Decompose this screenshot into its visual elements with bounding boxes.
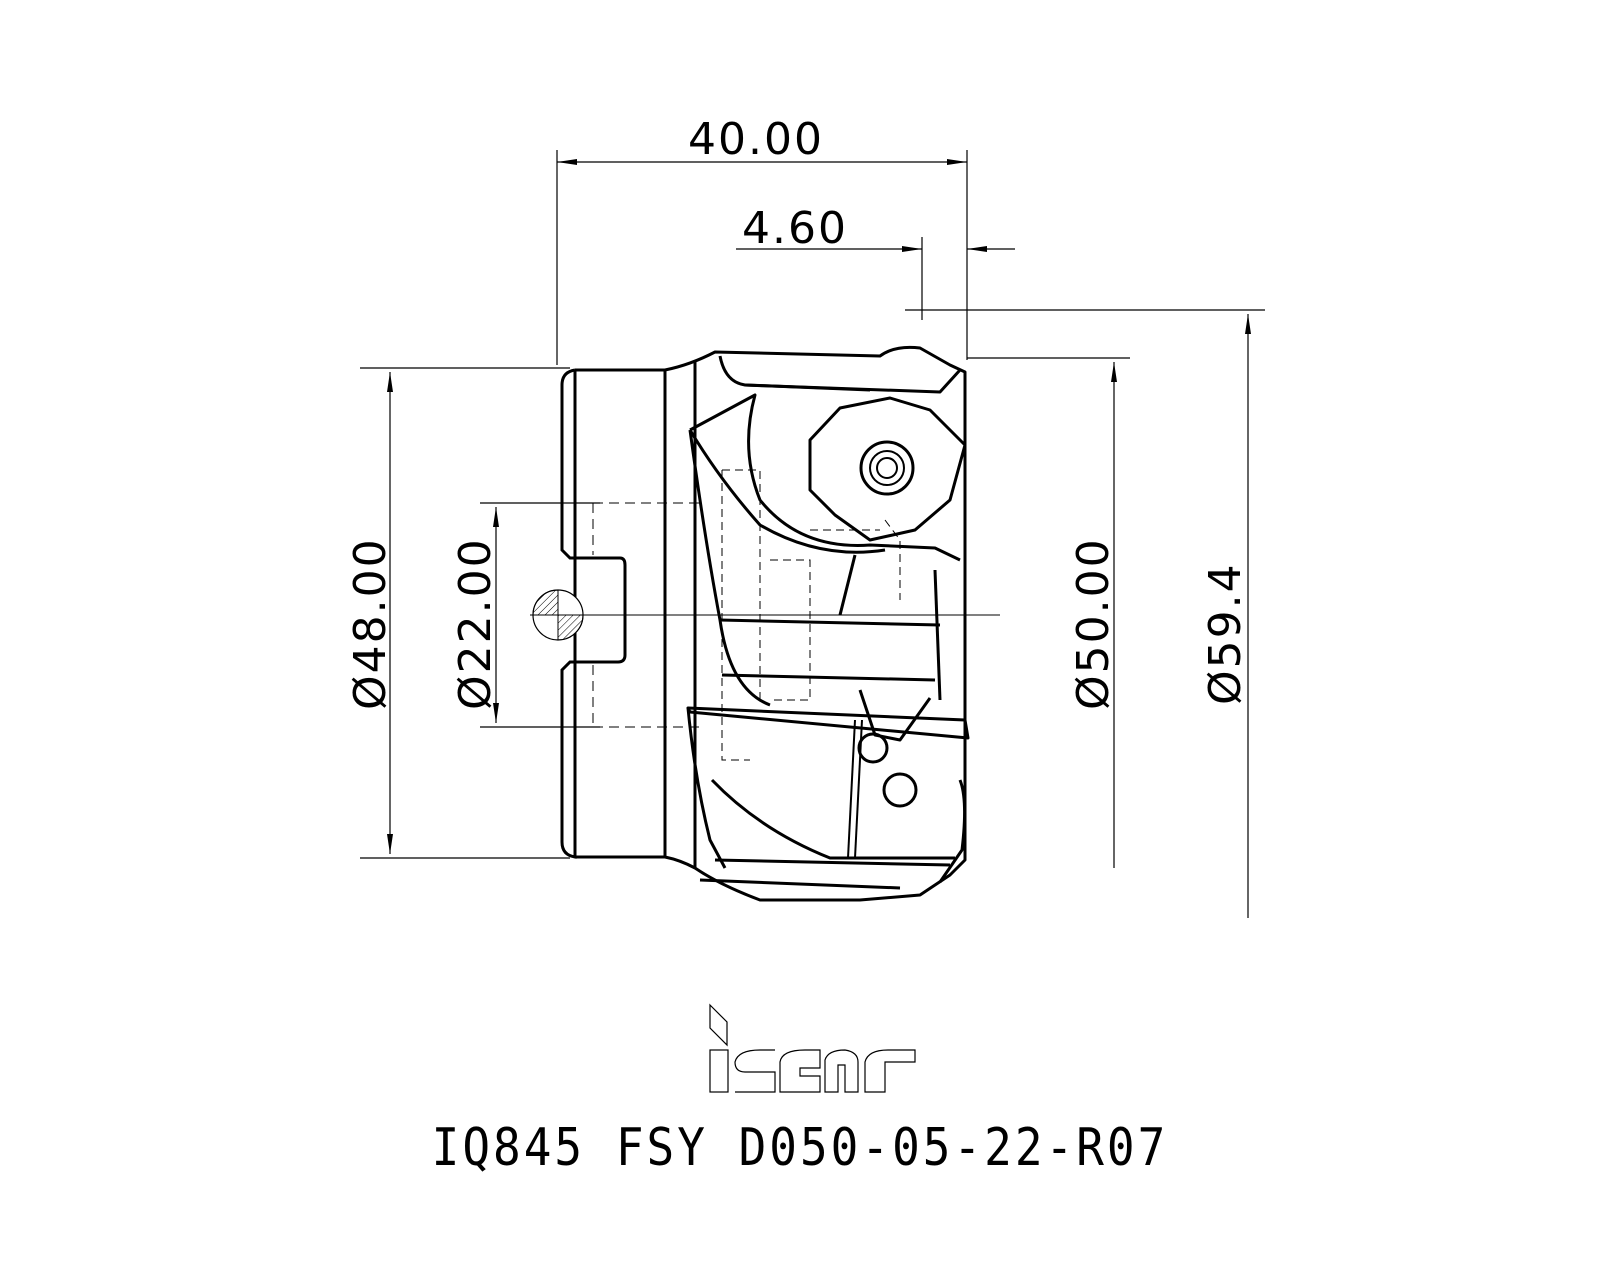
dimension-step-length-label: 4.60 xyxy=(742,203,848,254)
dimension-shank-diameter-label: Ø48.00 xyxy=(345,537,396,710)
dimension-cutting-diameter-label: Ø50.00 xyxy=(1068,537,1119,710)
dimension-max-diameter-label: Ø59.4 xyxy=(1200,562,1251,705)
tool-shank xyxy=(560,360,697,868)
keyway-section-symbol xyxy=(532,589,584,641)
hidden-detail-lines xyxy=(721,469,901,761)
dimension-overall-length xyxy=(556,150,968,365)
iscar-logo-icon xyxy=(709,1003,916,1093)
product-designation: IQ845 FSY D050-05-22-R07 xyxy=(431,1116,1169,1178)
bore-hidden-lines xyxy=(592,502,700,728)
dimension-bore-diameter-label: Ø22.00 xyxy=(450,537,501,710)
dimension-overall-length-label: 40.00 xyxy=(688,114,824,165)
cutter-head xyxy=(664,345,970,902)
extension-lines xyxy=(360,309,1265,859)
dimension-step-length xyxy=(736,237,1015,320)
